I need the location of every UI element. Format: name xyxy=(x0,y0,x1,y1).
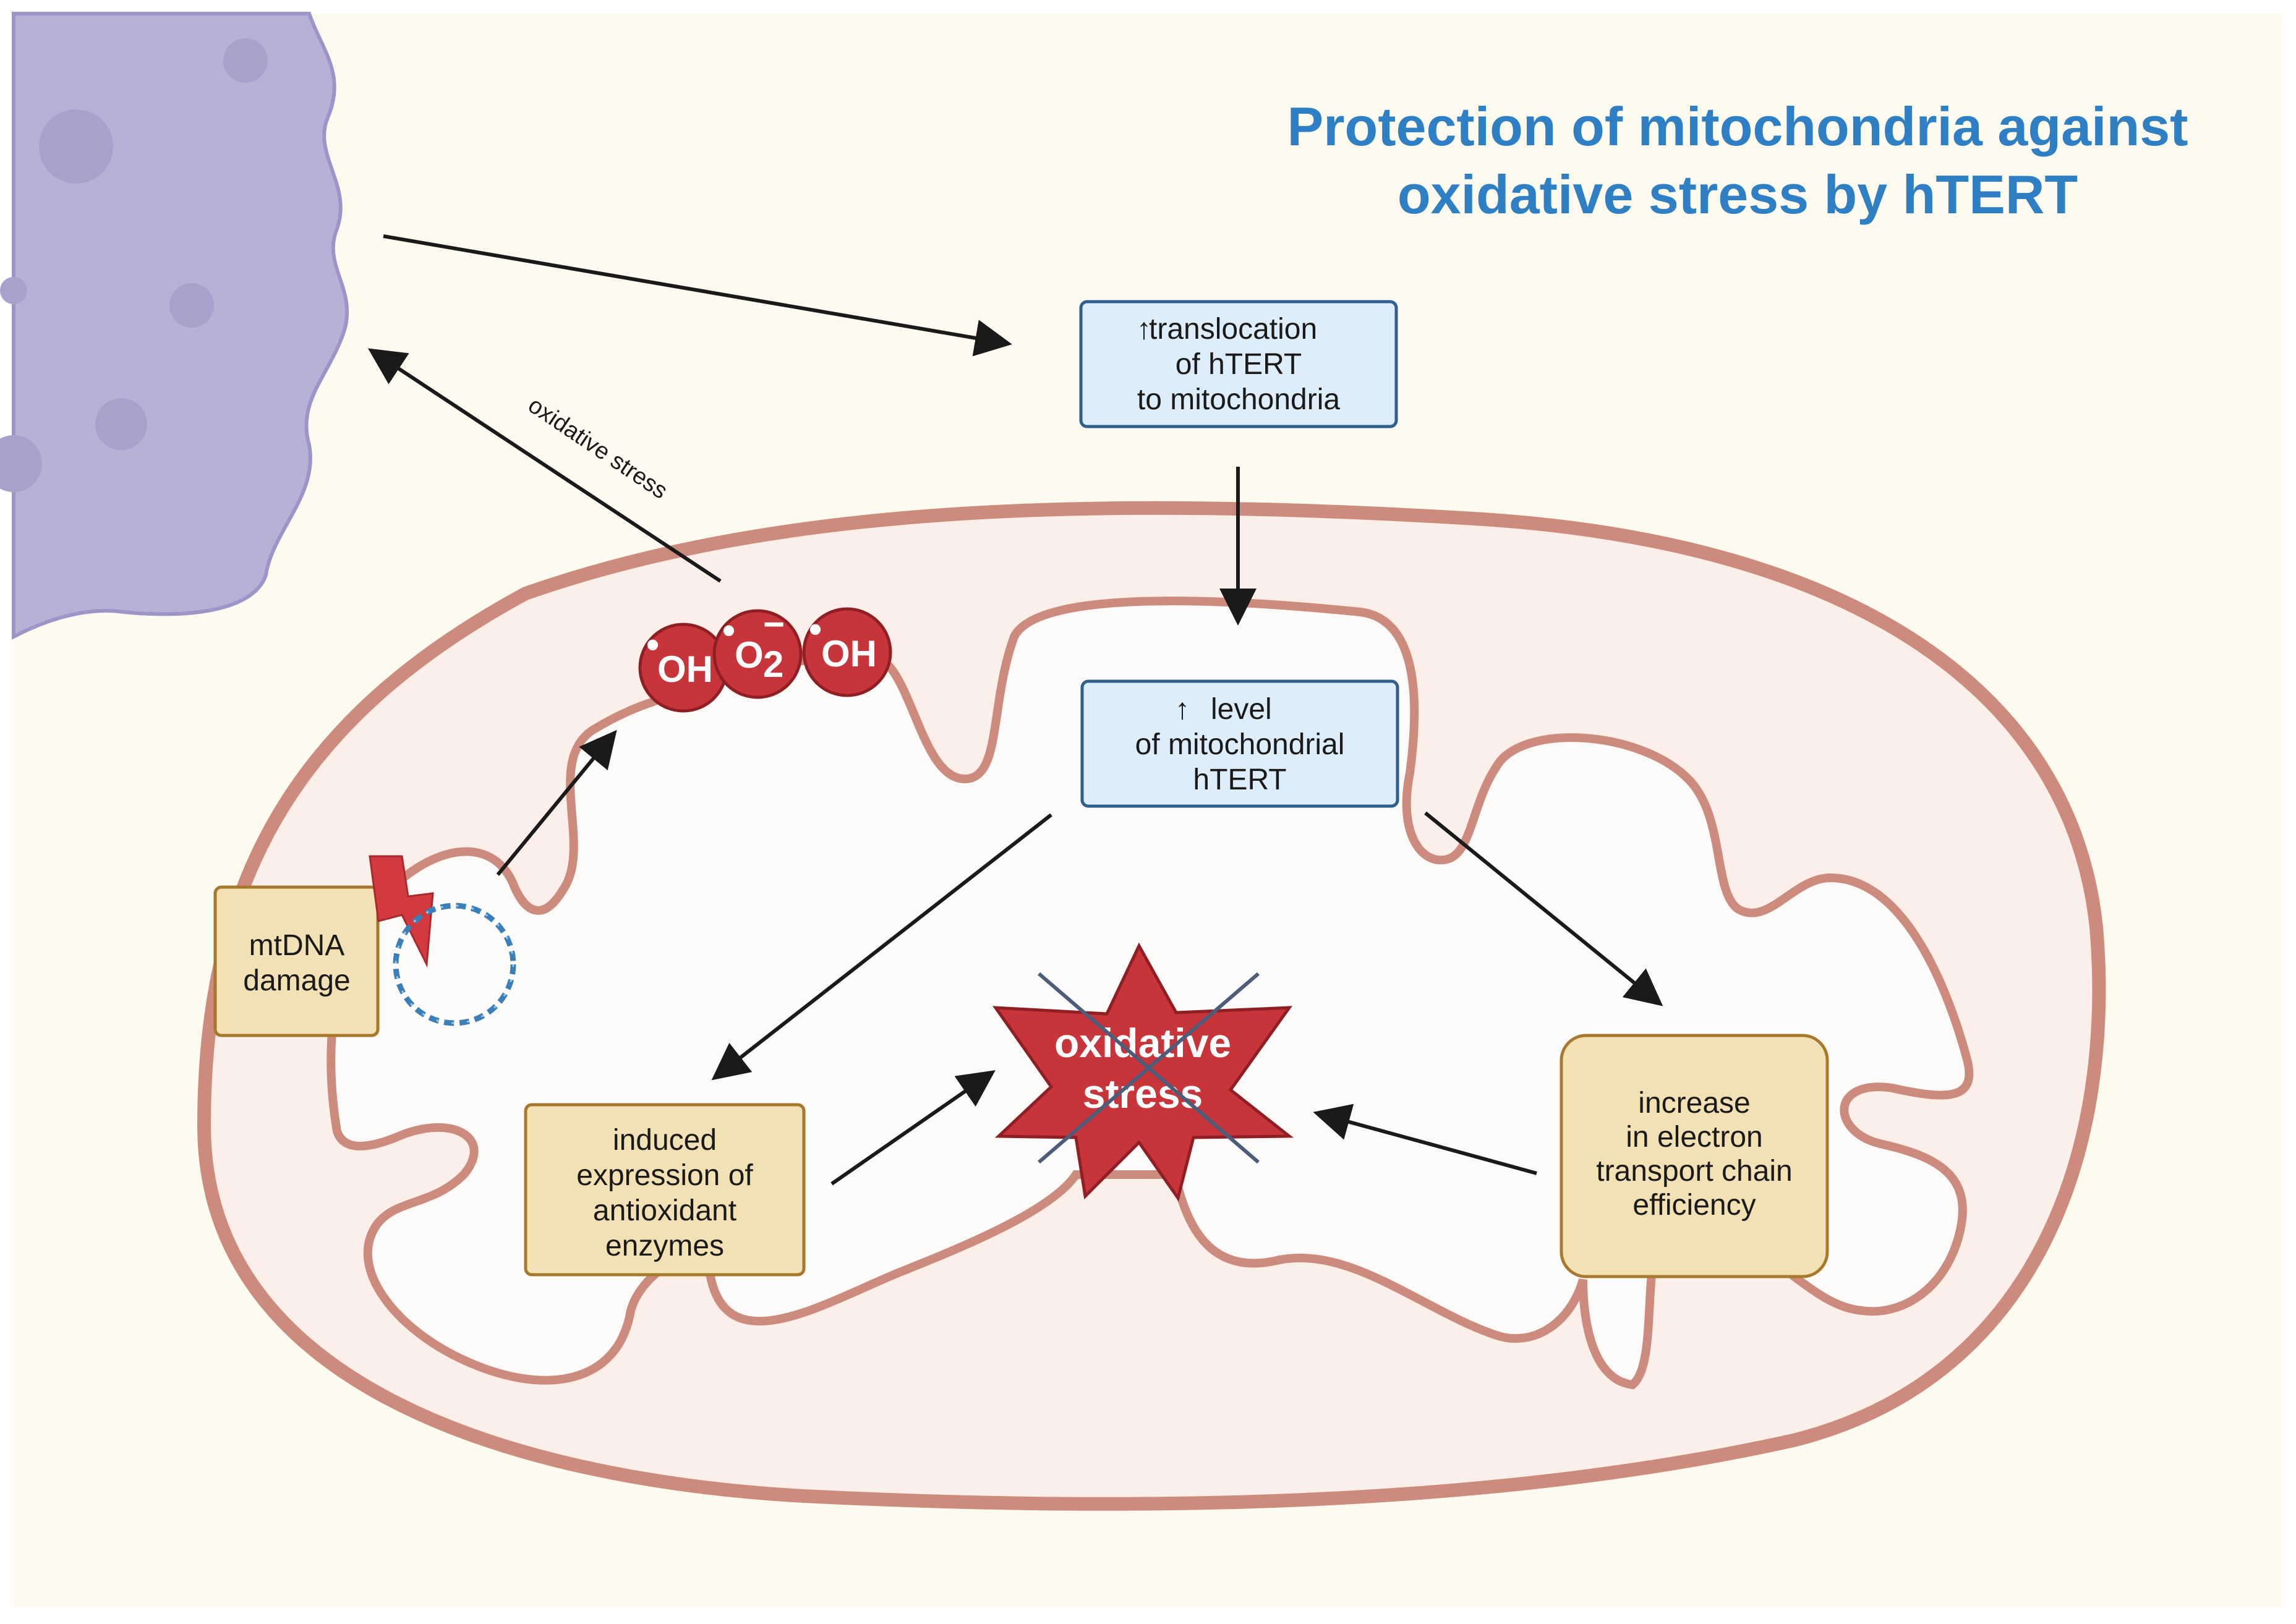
translocation-line1: translocation xyxy=(1149,313,1317,346)
translocation-box: ↑ translocation of hTERT to mitochondria xyxy=(1079,300,1398,428)
arrow-level-to-etc xyxy=(1424,811,1663,1006)
etc-line1: increase xyxy=(1638,1087,1750,1120)
diagram-title-line2: oxidative stress by hTERT xyxy=(1398,164,2078,225)
mtdna-damage-box: mtDNA damage xyxy=(213,885,380,1037)
mito-htert-level-box: ↑ level of mitochondrial hTERT xyxy=(1080,679,1399,808)
burst-label-line1: oxidative xyxy=(1054,1020,1231,1066)
mtdna-line2: damage xyxy=(243,964,350,997)
antioxidant-line4: enzymes xyxy=(605,1230,724,1262)
cell-blob xyxy=(0,12,349,640)
antioxidant-line3: antioxidant xyxy=(593,1194,736,1227)
mtdna-plasmid-icon xyxy=(393,903,516,1026)
ros-oh-right: • OH xyxy=(802,607,892,697)
level-up-arrow-icon: ↑ xyxy=(1175,693,1190,726)
ros-oh-left-radical-dot: • xyxy=(646,624,659,665)
antioxidant-line2: expression of xyxy=(576,1159,753,1192)
translocation-line3: to mitochondria xyxy=(1137,383,1340,416)
translocation-up-arrow-icon: ↑ xyxy=(1137,313,1151,346)
arrow-etc-to-stress xyxy=(1313,1103,1537,1175)
diagram-title-line1: Protection of mitochondria against xyxy=(1287,96,2188,157)
ros-o2-radical-dot: • xyxy=(722,610,735,651)
mtdna-line1: mtDNA xyxy=(249,929,345,962)
ros-oh-left-label: OH xyxy=(657,648,713,690)
antioxidant-enzymes-box: induced expression of antioxidant enzyme… xyxy=(524,1103,806,1277)
ros-o2-label: O xyxy=(735,634,764,676)
ros-oh-left: • OH xyxy=(638,623,728,713)
level-line3: hTERT xyxy=(1193,763,1286,796)
level-line2: of mitochondrial xyxy=(1135,728,1345,761)
ros-oh-right-label: OH xyxy=(821,633,877,674)
translocation-line2: of hTERT xyxy=(1176,348,1302,381)
level-line1: level xyxy=(1211,693,1272,726)
etc-line2: in electron xyxy=(1626,1121,1762,1154)
ros-superoxide: • O 2 − xyxy=(712,603,803,699)
arrow-ros-to-cell xyxy=(367,348,722,583)
ros-oh-right-radical-dot: • xyxy=(809,608,822,650)
ros-o2-subscript: 2 xyxy=(763,644,783,685)
arrow-cell-to-translocation xyxy=(383,234,1012,357)
arrow-mtdna-to-ros xyxy=(496,729,617,876)
etc-line4: efficiency xyxy=(1632,1189,1756,1222)
ros-o2-superscript: − xyxy=(763,603,785,645)
arrow-level-to-antioxidant xyxy=(711,813,1052,1081)
etc-line3: transport chain xyxy=(1596,1155,1793,1188)
arrow-antioxidant-to-stress xyxy=(830,1070,996,1186)
lightning-bolt-icon xyxy=(369,855,434,968)
cross-out-line-2 xyxy=(1038,972,1260,1164)
etc-efficiency-box: increase in electron transport chain eff… xyxy=(1560,1034,1829,1278)
oxidative-stress-burst: oxidative stress xyxy=(992,942,1294,1202)
antioxidant-line1: induced xyxy=(613,1124,717,1157)
